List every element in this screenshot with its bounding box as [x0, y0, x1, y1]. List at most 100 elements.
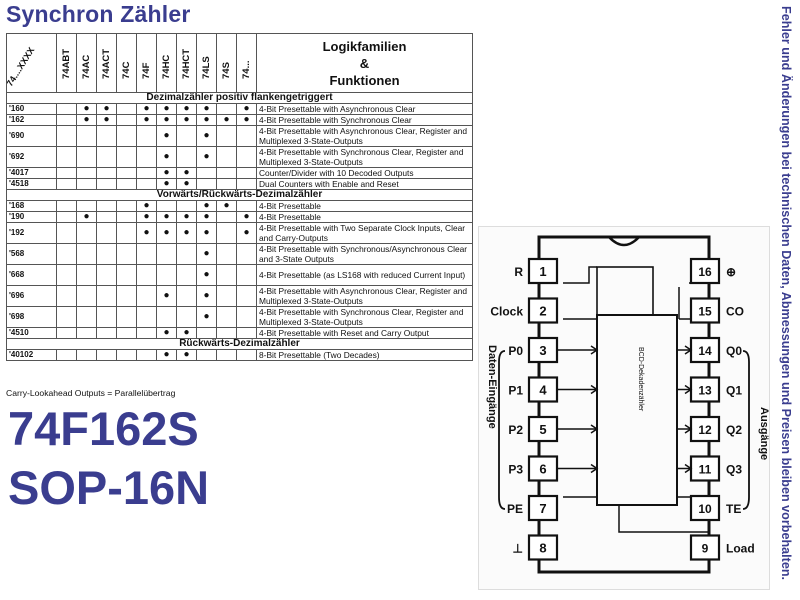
pin-number: 15: [698, 305, 712, 319]
availability-empty: [196, 167, 217, 179]
section-header-row: Rückwärts-Dezimalzähler: [6, 338, 473, 350]
availability-empty: [116, 285, 137, 307]
availability-empty: [116, 178, 137, 190]
availability-empty: [136, 349, 157, 361]
availability-empty: [96, 264, 117, 286]
part-cell: '696: [6, 285, 57, 307]
pin-number: 6: [539, 462, 546, 477]
availability-empty: [236, 125, 257, 147]
availability-empty: [136, 167, 157, 179]
page-title: Synchron Zähler: [6, 1, 191, 27]
pinout-svg: BCD-Dekadenzähler 1R2Clock3P04P15P26P37P…: [486, 235, 769, 574]
arrow-icon: [590, 345, 599, 355]
availability-empty: [116, 264, 137, 286]
function-description: Counter/Divider with 10 Decoded Outputs: [256, 167, 473, 179]
availability-dot: ●: [196, 306, 217, 328]
section-title: Rückwärts-Dezimalzähler: [6, 338, 473, 350]
part-cell: '162: [6, 114, 57, 126]
pin-number: 5: [539, 422, 546, 437]
availability-empty: [216, 167, 237, 179]
availability-dot: ●: [156, 178, 177, 190]
family-header: 74...: [236, 33, 257, 93]
section-title: Dezimalzähler positiv flankengetriggert: [6, 92, 473, 104]
part-cell: '692: [6, 146, 57, 168]
availability-empty: [96, 146, 117, 168]
left-group-label: Daten-Eingänge: [486, 345, 498, 429]
pin-label: P2: [508, 423, 523, 437]
availability-dot: ●: [196, 243, 217, 265]
table-corner-label: 74....XXXX: [6, 33, 57, 93]
availability-empty: [56, 167, 77, 179]
pin-label: PE: [507, 502, 523, 516]
availability-empty: [96, 222, 117, 244]
availability-empty: [96, 243, 117, 265]
pin-box: [689, 297, 721, 324]
availability-dot: ●: [176, 103, 197, 115]
right-bracket: [742, 350, 750, 510]
pin-label: ⊕: [726, 265, 736, 279]
availability-empty: [156, 306, 177, 328]
availability-empty: [76, 146, 97, 168]
section-header-row: Dezimalzähler positiv flankengetriggert: [6, 92, 473, 104]
availability-empty: [196, 349, 217, 361]
family-header: 74LS: [196, 33, 217, 93]
availability-empty: [116, 211, 137, 223]
pin-number: 11: [699, 463, 712, 477]
availability-empty: [216, 103, 237, 115]
availability-empty: [116, 306, 137, 328]
availability-empty: [76, 178, 97, 190]
function-description: 4-Bit Presettable with Synchronous/Async…: [256, 243, 473, 265]
table-row: '40102●●8-Bit Presettable (Two Decades): [6, 349, 473, 361]
availability-empty: [176, 200, 197, 212]
availability-dot: ●: [196, 103, 217, 115]
availability-dot: ●: [136, 114, 157, 126]
availability-empty: [176, 125, 197, 147]
table-row: '160●●●●●●●4-Bit Presettable with Asynch…: [6, 103, 473, 115]
availability-dot: ●: [156, 146, 177, 168]
availability-dot: ●: [136, 211, 157, 223]
availability-empty: [236, 327, 257, 339]
function-description: 4-Bit Presettable: [256, 211, 473, 223]
part-cell: '190: [6, 211, 57, 223]
availability-empty: [76, 264, 97, 286]
availability-empty: [96, 178, 117, 190]
availability-empty: [96, 327, 117, 339]
availability-empty: [216, 125, 237, 147]
availability-empty: [136, 146, 157, 168]
pin-label: P1: [508, 384, 523, 398]
availability-empty: [116, 125, 137, 147]
table-row: '668●4-Bit Presettable (as LS168 with re…: [6, 264, 473, 286]
table-row: '4518●●Dual Counters with Enable and Res…: [6, 178, 473, 190]
availability-empty: [236, 264, 257, 286]
part-cell: '168: [6, 200, 57, 212]
function-description: Dual Counters with Enable and Reset: [256, 178, 473, 190]
availability-empty: [236, 167, 257, 179]
availability-dot: ●: [176, 178, 197, 190]
availability-empty: [236, 146, 257, 168]
table-row: '162●●●●●●●●4-Bit Presettable with Synch…: [6, 114, 473, 126]
availability-empty: [116, 103, 137, 115]
table-row: '690●●4-Bit Presettable with Asynchronou…: [6, 125, 473, 147]
availability-empty: [236, 349, 257, 361]
pin-box: [689, 257, 721, 285]
availability-dot: ●: [76, 103, 97, 115]
pin-box: [527, 257, 559, 285]
availability-empty: [196, 327, 217, 339]
availability-empty: [216, 222, 237, 244]
pin-number: 7: [539, 501, 546, 516]
family-header: 74ACT: [96, 33, 117, 93]
pin-label: Q3: [726, 463, 742, 477]
section-header-row: Vorwärts/Rückwärts-Dezimalzähler: [6, 189, 473, 201]
availability-empty: [136, 243, 157, 265]
footnote: Carry-Lookahead Outputs = Parallelübertr…: [6, 388, 176, 398]
availability-dot: ●: [176, 211, 197, 223]
availability-empty: [136, 264, 157, 286]
pin-box: [527, 336, 559, 364]
availability-dot: ●: [196, 125, 217, 147]
family-header: 74S: [216, 33, 237, 93]
arrow-icon: [590, 463, 599, 474]
availability-dot: ●: [156, 167, 177, 179]
part-cell: '192: [6, 222, 57, 244]
availability-empty: [56, 200, 77, 212]
table-row: '698●4-Bit Presettable with Synchronous …: [6, 306, 473, 328]
